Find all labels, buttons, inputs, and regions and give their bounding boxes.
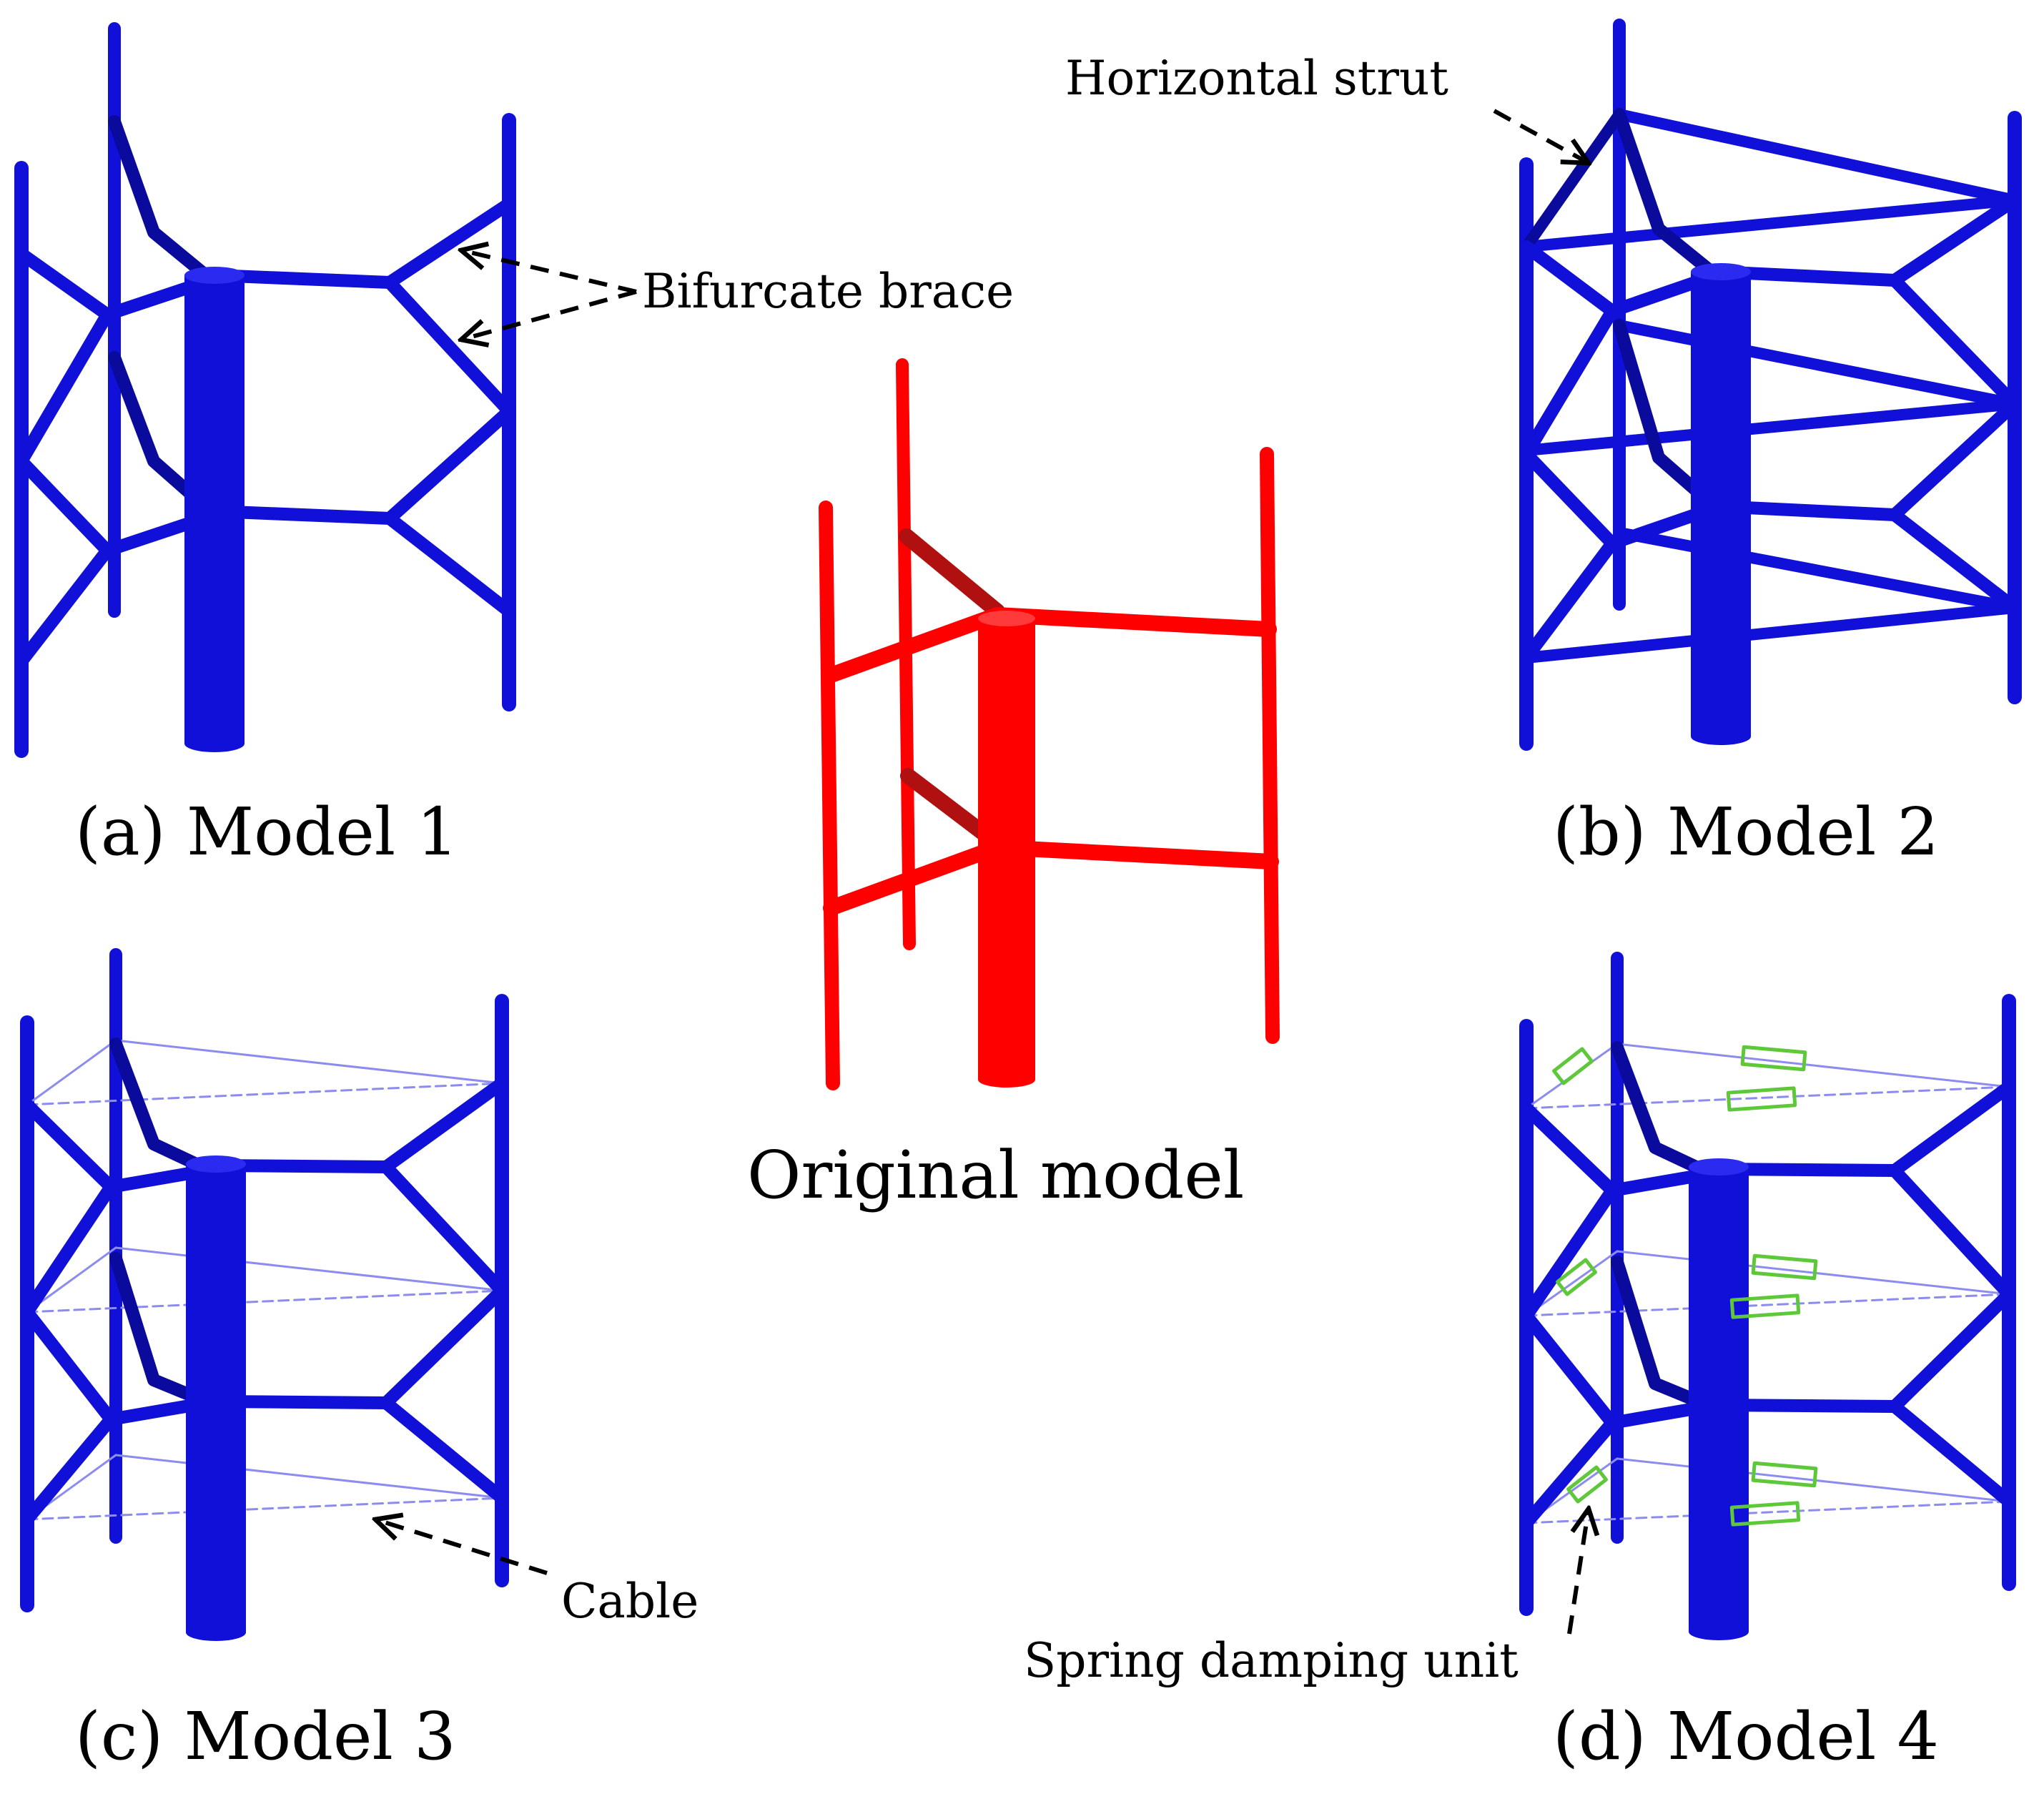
model2-central-column: [1691, 272, 1751, 736]
model-4-diagram: [1519, 952, 2016, 1640]
model1-caption: (a) Model 1: [75, 794, 458, 870]
original-right-strut-top: [989, 607, 1277, 637]
model2-strut-6: [1521, 602, 2020, 664]
bifurcate-brace-callout: Bifurcate brace: [461, 250, 1014, 340]
model1-left-brace-top: [15, 247, 114, 468]
model1-back-brace-top: [108, 115, 221, 289]
model4-cables: [1525, 1043, 2010, 1524]
original-left-strut-top: [821, 607, 1005, 684]
model4-caption: (d) Model 4: [1553, 1698, 1939, 1775]
model3-caption: (c) Model 3: [75, 1698, 456, 1775]
cable-label: Cable: [561, 1574, 698, 1629]
model2-strut-2: [1521, 194, 2020, 252]
original-model-caption: Original model: [747, 1137, 1244, 1213]
original-right-column: [1260, 447, 1280, 1044]
model1-central-column: [184, 275, 245, 744]
spring-damping-unit-callout: Spring damping unit: [1024, 1509, 1589, 1688]
spring-damping-units: [1552, 1045, 1818, 1527]
model2-diag-top: [1521, 109, 1625, 252]
model1-right-brace-low: [208, 405, 515, 525]
bifurcate-brace-label: Bifurcate brace: [642, 264, 1014, 319]
model-3-diagram: [20, 948, 509, 1641]
original-central-column: [978, 618, 1035, 1080]
original-left-strut-bottom: [823, 839, 1005, 916]
model1-left-brace-bottom: [15, 455, 114, 668]
model2-strut-3: [1614, 320, 2020, 410]
cable-callout: Cable: [375, 1519, 698, 1629]
horizontal-strut-callout: Horizontal strut: [1065, 51, 1589, 163]
original-right-strut-bottom: [989, 839, 1279, 869]
model2-strut-5: [1614, 527, 2020, 613]
model1-right-brace-bottom: [383, 512, 515, 618]
original-back-strut-top: [899, 528, 1005, 619]
model2-caption: (b) Model 2: [1553, 794, 1939, 870]
horizontal-strut-label: Horizontal strut: [1065, 51, 1448, 106]
model1-right-brace-top: [208, 197, 515, 289]
model2-strut-1: [1614, 109, 2020, 206]
model2-strut-4: [1521, 398, 2020, 456]
original-left-column: [819, 501, 840, 1090]
model1-right-brace-mid: [383, 276, 515, 418]
model-2-diagram: [1519, 19, 2022, 751]
model-1-diagram: [14, 22, 516, 758]
spring-damping-unit-label: Spring damping unit: [1024, 1633, 1519, 1688]
original-model-diagram: [819, 358, 1280, 1090]
